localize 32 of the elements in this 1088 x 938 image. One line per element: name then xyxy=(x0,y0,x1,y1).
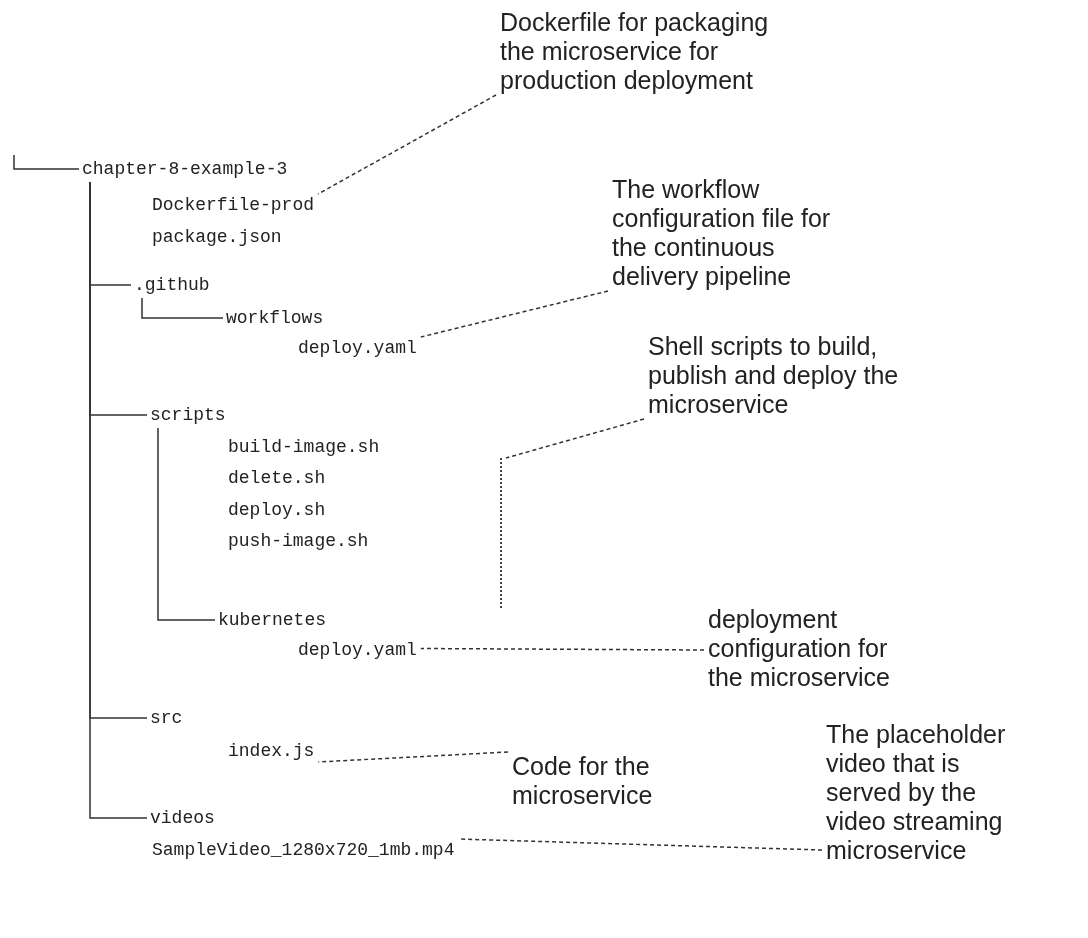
file-name: push-image.sh xyxy=(228,530,369,552)
tree-line xyxy=(157,427,216,621)
leader-line xyxy=(505,418,645,459)
tree-line xyxy=(13,154,80,170)
folder-name: videos xyxy=(150,807,215,829)
callout-text: Shell scripts to build, publish and deploy the microservice xyxy=(648,332,933,419)
tree-line xyxy=(141,297,224,319)
file-name: package.json xyxy=(152,226,282,248)
folder-name: .github xyxy=(134,274,210,296)
folder-name: kubernetes xyxy=(218,609,327,631)
leader-line xyxy=(420,647,705,651)
leader-line xyxy=(420,290,609,338)
leader-line xyxy=(317,94,497,195)
callout-text: The placeholder video that is served by the video streaming microservice xyxy=(826,720,1021,865)
callout-text: Code for the microservice xyxy=(512,752,672,810)
callout-text: Dockerfile for packaging the microservice for production deployment xyxy=(500,8,790,95)
folder-name: src xyxy=(150,707,183,729)
callout-text: deployment configuration for the microservice xyxy=(708,605,908,692)
folder-name: chapter-8-example-3 xyxy=(82,158,288,180)
file-name: index.js xyxy=(228,740,315,762)
file-name: deploy.yaml xyxy=(298,337,417,359)
tree-line xyxy=(89,181,148,819)
folder-name: workflows xyxy=(226,307,324,329)
file-name: deploy.sh xyxy=(228,499,326,521)
leader-line xyxy=(317,751,509,763)
file-name: SampleVideo_1280x720_1mb.mp4 xyxy=(152,839,455,861)
file-name: deploy.yaml xyxy=(298,639,417,661)
file-name: delete.sh xyxy=(228,467,326,489)
file-name: build-image.sh xyxy=(228,436,380,458)
folder-name: scripts xyxy=(150,404,226,426)
callout-text: The workflow configuration file for the continuous delivery pipeline xyxy=(612,175,837,291)
file-name: Dockerfile-prod xyxy=(152,194,315,216)
